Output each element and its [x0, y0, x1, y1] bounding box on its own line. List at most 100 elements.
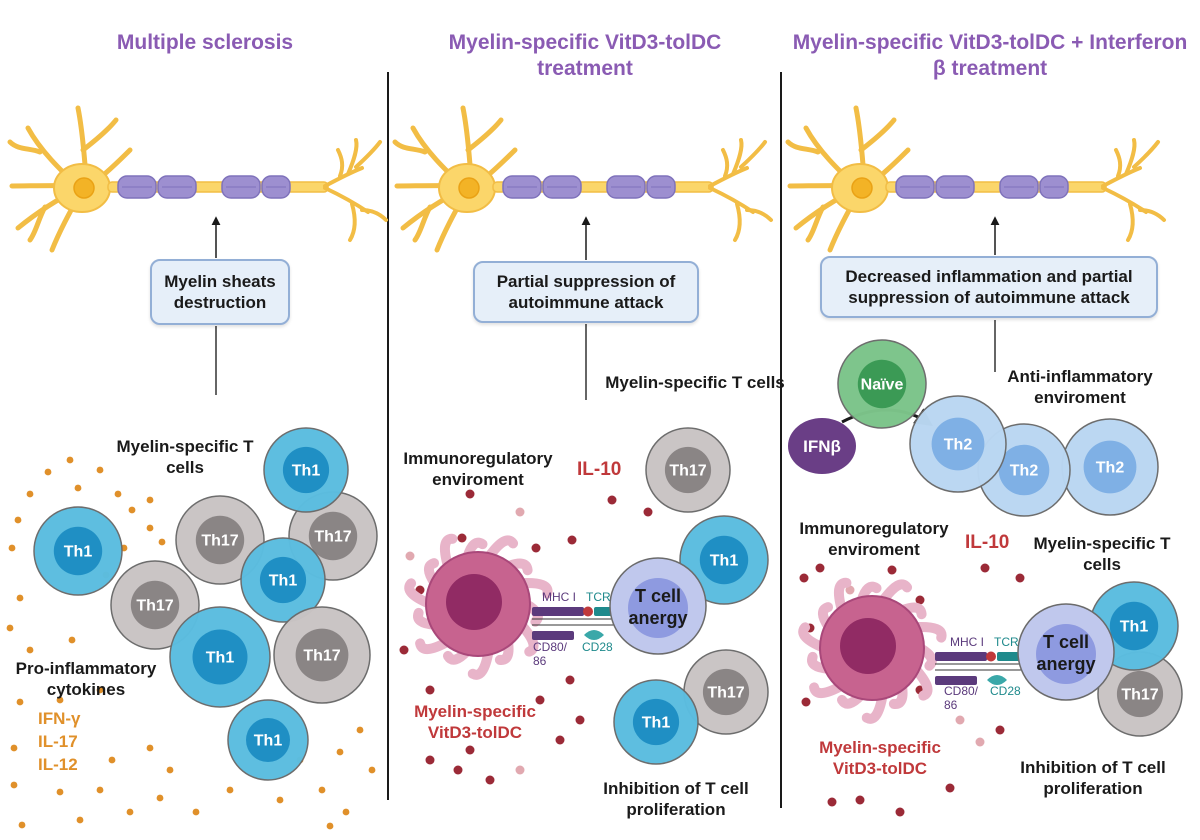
th17-cell-nucleus [130, 580, 180, 630]
cytokine-il-17: IL-17 [38, 732, 78, 751]
th2-cell: Th2 [1061, 418, 1159, 516]
neuron-terminal [733, 202, 742, 242]
il10-dot [515, 765, 525, 775]
cytokine-dot [368, 766, 376, 774]
th17-cell-nucleus [295, 628, 349, 682]
neuron-terminal [346, 138, 359, 176]
th1-cell-nucleus [282, 446, 330, 494]
dc-nucleus [840, 618, 896, 674]
th1-cell: Th1 [263, 427, 349, 513]
th17-cell-nucleus [308, 511, 358, 561]
neuron-dendrite [858, 117, 897, 153]
cytokine-dot [158, 538, 166, 546]
naive-cell: Naïve [837, 339, 927, 429]
panel-3-anti-inflammatory-label: Anti-inflammatory enviroment [1007, 367, 1153, 407]
th2-cell-nucleus [1083, 440, 1137, 494]
cd28-molecule [584, 630, 604, 640]
anergy-label: T cell [1043, 632, 1089, 652]
th1-cell: Th1 [613, 679, 699, 765]
ifnb-label: IFNβ [803, 437, 841, 456]
il10-dot [425, 755, 435, 765]
mhc-molecule [532, 607, 584, 616]
neuron-nucleus [73, 177, 95, 199]
panel-3-title: Myelin-specific VitD3-tolDC + Interferon… [792, 31, 1188, 80]
th17-cell-label: Th17 [136, 598, 173, 615]
il10-dot [405, 551, 415, 561]
panel-3-env-label: Immunoregulatory enviroment [799, 519, 949, 559]
cytokine-dot [146, 496, 154, 504]
il10-dot [975, 737, 985, 747]
th1-cell-label: Th1 [64, 544, 93, 561]
cytokine-dot [108, 756, 116, 764]
il10-dot [801, 697, 811, 707]
neuron-terminal [739, 140, 767, 169]
cytokine-dot [8, 544, 16, 552]
il10-dot [945, 783, 955, 793]
cytokine-dot [14, 516, 22, 524]
panel-2-mhc-label: MHC I [542, 590, 576, 604]
neuron-nucleus [458, 177, 480, 199]
il10-dot [465, 489, 475, 499]
th2-cell-nucleus [998, 444, 1050, 496]
th17-cell-nucleus [702, 668, 750, 716]
neuron-terminal [360, 208, 388, 222]
th17-cell-label: Th17 [201, 533, 238, 550]
th17-cell-label: Th17 [314, 529, 351, 546]
neuron-terminal [1132, 140, 1160, 169]
cytokine-dot [10, 781, 18, 789]
neuron-terminal [354, 140, 382, 169]
th1-cell-label: Th1 [1120, 619, 1149, 636]
cytokine-ifn-gamma: IFN-γ [38, 709, 81, 728]
neuron-dendrite [392, 139, 428, 155]
th2-cell-label: Th2 [1096, 460, 1125, 477]
neuron-terminal [323, 166, 364, 188]
ifnb-molecule: IFNβ [788, 418, 856, 474]
cytokine-dot [342, 808, 350, 816]
th1-cell-nucleus [246, 718, 290, 762]
panel-2-cd80-label: CD80/ 86 [533, 640, 568, 668]
neuron-terminal [1101, 166, 1142, 188]
neuron-terminal [348, 202, 357, 242]
il10-dot [535, 695, 545, 705]
cytokine-dot [26, 646, 34, 654]
naive-cell-nucleus [857, 359, 907, 409]
neuron [7, 105, 388, 253]
th1-cell-label: Th1 [292, 463, 321, 480]
cytokine-dot [56, 788, 64, 796]
panel-1-outcome-box: Myelin sheats destruction [150, 259, 290, 325]
mhc-molecule [935, 652, 987, 661]
th1-cell-nucleus [632, 698, 680, 746]
il10-dot [607, 495, 617, 505]
panel-2-il10-label: IL-10 [577, 459, 622, 480]
cytokine-dot [96, 686, 104, 694]
th17-cell-label: Th17 [707, 685, 744, 702]
panel-2-title: Myelin-specific VitD3-tolDC treatment [448, 31, 722, 80]
panel-3-inhibition-label: Inhibition of T cell proliferation [1020, 758, 1166, 798]
panel-1-title: Multiple sclerosis [116, 31, 294, 54]
panel-2-env-label: Immunoregulatory enviroment [403, 449, 553, 489]
panel-3-cd80-label: CD80/ 86 [944, 684, 979, 712]
cytokine-il-12: IL-12 [38, 755, 78, 774]
cytokine-dot [146, 524, 154, 532]
il10-dot [531, 543, 541, 553]
il10-dot [465, 745, 475, 755]
neuron-dendrite [805, 204, 826, 243]
cytokine-dot [192, 808, 200, 816]
panel-2-tcells-label: Myelin-specific T cells [605, 373, 785, 392]
cytokine-dot [26, 490, 34, 498]
cd80-molecule [935, 676, 977, 685]
th17-cell-nucleus [1116, 670, 1164, 718]
th17-cell-label: Th17 [303, 648, 340, 665]
dc-nucleus [446, 574, 502, 630]
panel-3-il10-label: IL-10 [965, 532, 1010, 553]
cytokine-dot [114, 490, 122, 498]
cd28-molecule [987, 675, 1007, 685]
th1-cell: Th1 [227, 699, 309, 781]
cytokine-dot [166, 766, 174, 774]
anergy-label: anergy [1036, 654, 1095, 674]
cytokine-dot [96, 466, 104, 474]
cytokine-dot [336, 748, 344, 756]
